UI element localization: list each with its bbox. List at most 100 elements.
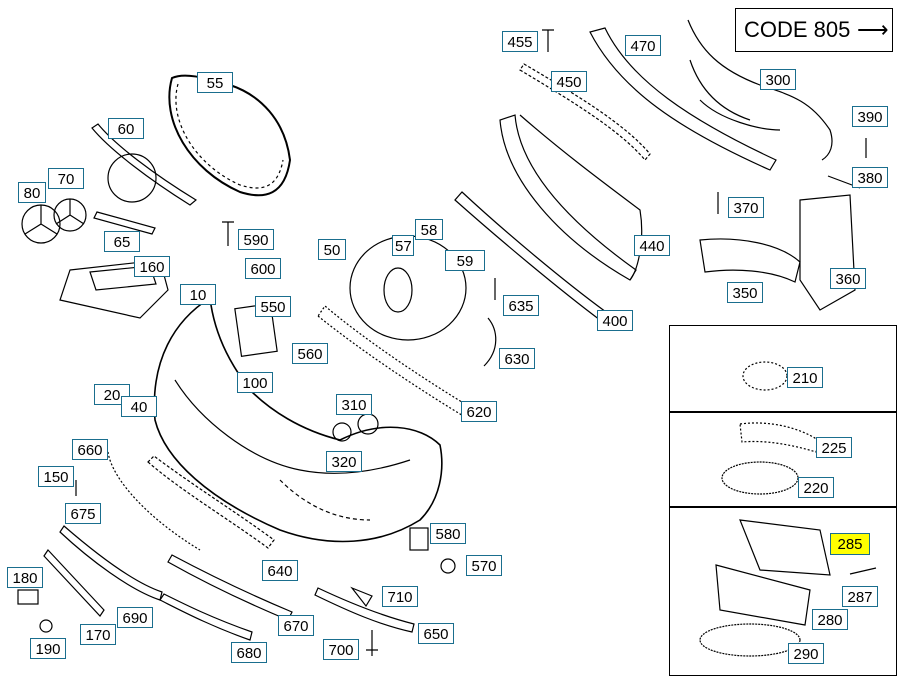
callout-660[interactable]: 660 <box>72 439 108 460</box>
part-320-sensor-ring <box>332 422 352 442</box>
callout-670[interactable]: 670 <box>278 615 314 636</box>
callout-590[interactable]: 590 <box>238 229 274 250</box>
part-285-housing <box>739 519 831 576</box>
callout-700[interactable]: 700 <box>323 639 359 660</box>
callout-65[interactable]: 65 <box>104 231 140 252</box>
part-650-strip <box>314 587 415 633</box>
part-60-grille-bar <box>91 123 198 206</box>
callout-390[interactable]: 390 <box>852 106 888 127</box>
part-180-clip <box>17 589 39 605</box>
callout-57[interactable]: 57 <box>392 235 414 256</box>
callout-190[interactable]: 190 <box>30 638 66 659</box>
part-287-pin <box>849 567 877 575</box>
callout-160[interactable]: 160 <box>134 256 170 277</box>
callout-40[interactable]: 40 <box>121 396 157 417</box>
part-580-plate <box>409 527 429 551</box>
part-10-bumper-cover <box>153 296 443 543</box>
part-290-mesh <box>699 623 801 657</box>
callout-225[interactable]: 225 <box>816 437 852 458</box>
callout-100[interactable]: 100 <box>237 372 273 393</box>
part-455-screw <box>542 29 554 52</box>
part-675-strip <box>59 525 163 601</box>
callout-55[interactable]: 55 <box>197 72 233 93</box>
callout-380[interactable]: 380 <box>852 167 888 188</box>
callout-10[interactable]: 10 <box>180 284 216 305</box>
callout-450[interactable]: 450 <box>551 71 587 92</box>
callout-550[interactable]: 550 <box>255 296 291 317</box>
part-710-clip <box>350 586 373 608</box>
callout-58[interactable]: 58 <box>415 219 443 240</box>
part-60-grille-ring <box>107 153 157 203</box>
callout-210[interactable]: 210 <box>787 367 823 388</box>
part-440-carrier <box>499 114 637 281</box>
inset-panel-210 <box>669 325 897 413</box>
callout-440[interactable]: 440 <box>634 235 670 256</box>
callout-310[interactable]: 310 <box>336 394 372 415</box>
callout-59[interactable]: 59 <box>445 250 485 271</box>
part-570-bolt <box>440 558 456 574</box>
callout-370[interactable]: 370 <box>728 197 764 218</box>
callout-180[interactable]: 180 <box>7 567 43 588</box>
part-640-strip <box>147 455 275 549</box>
part-360-side-bracket <box>799 194 856 311</box>
callout-285[interactable]: 285 <box>830 533 870 555</box>
part-190-bolt <box>39 619 53 633</box>
callout-630[interactable]: 630 <box>499 348 535 369</box>
callout-400[interactable]: 400 <box>597 310 633 331</box>
callout-290[interactable]: 290 <box>788 643 824 664</box>
callout-675[interactable]: 675 <box>65 503 101 524</box>
part-670-strip <box>167 554 293 621</box>
callout-287[interactable]: 287 <box>842 586 878 607</box>
callout-80[interactable]: 80 <box>18 182 46 203</box>
part-550-sensor <box>234 303 278 357</box>
part-55-grille-frame <box>168 74 292 197</box>
callout-710[interactable]: 710 <box>382 586 418 607</box>
callout-170[interactable]: 170 <box>80 624 116 645</box>
code-805-label: CODE 805 ⟶ <box>735 8 893 52</box>
callout-50[interactable]: 50 <box>318 239 346 260</box>
callout-360[interactable]: 360 <box>830 268 866 289</box>
callout-70[interactable]: 70 <box>48 168 84 189</box>
callout-580[interactable]: 580 <box>430 523 466 544</box>
callout-150[interactable]: 150 <box>38 466 74 487</box>
part-690-plate <box>43 549 105 617</box>
callout-650[interactable]: 650 <box>418 623 454 644</box>
part-350-bracket <box>699 238 801 283</box>
part-310-sensor <box>357 413 379 435</box>
part-65-trim-strip <box>93 211 156 235</box>
callout-470[interactable]: 470 <box>625 35 661 56</box>
part-620-lower-grille <box>317 305 476 421</box>
part-220-mesh <box>721 461 799 495</box>
part-470-upper-carrier <box>589 27 777 171</box>
inset-panel-280 <box>669 506 897 676</box>
right-arrow-icon: ⟶ <box>857 17 889 42</box>
callout-220[interactable]: 220 <box>798 477 834 498</box>
callout-60[interactable]: 60 <box>108 118 144 139</box>
callout-600[interactable]: 600 <box>245 258 281 279</box>
part-210-grille-insert <box>742 361 788 391</box>
inset-panel-220 <box>669 411 897 508</box>
callout-280[interactable]: 280 <box>812 609 848 630</box>
part-680-strip <box>159 593 253 641</box>
callout-570[interactable]: 570 <box>466 555 502 576</box>
callout-350[interactable]: 350 <box>727 282 763 303</box>
callout-320[interactable]: 320 <box>326 451 362 472</box>
callout-455[interactable]: 455 <box>502 31 538 52</box>
callout-680[interactable]: 680 <box>231 642 267 663</box>
part-630-bracket <box>483 317 497 367</box>
callout-300[interactable]: 300 <box>760 69 796 90</box>
callout-690[interactable]: 690 <box>117 607 153 628</box>
code-label-text: CODE 805 <box>744 17 851 42</box>
callout-560[interactable]: 560 <box>292 343 328 364</box>
part-225-insert <box>739 422 819 453</box>
callout-640[interactable]: 640 <box>262 560 298 581</box>
part-300-harness <box>687 19 833 161</box>
part-660-strip <box>107 451 201 551</box>
callout-620[interactable]: 620 <box>461 401 497 422</box>
part-280-housing <box>715 564 811 626</box>
part-590-screw <box>222 221 234 246</box>
part-700-rivet <box>366 630 378 656</box>
callout-635[interactable]: 635 <box>503 295 539 316</box>
